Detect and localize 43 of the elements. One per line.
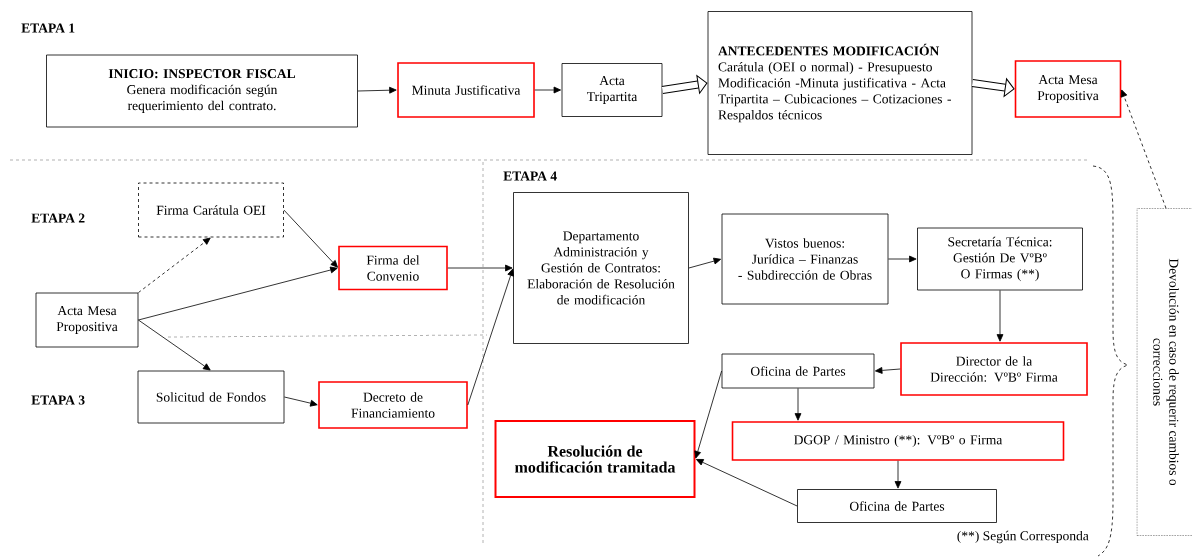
arrow: [283, 209, 338, 268]
process-box: INICIO: INSPECTOR FISCAL Genera modificación según requerimiento del contrato.: [46, 54, 358, 128]
process-box: Acta Mesa Propositiva: [1014, 60, 1122, 118]
return-box: Devolución en caso de requerir cambios o correcciones: [1136, 208, 1192, 536]
process-box: Oficina de Partes: [721, 353, 875, 389]
arrow: [794, 388, 802, 421]
footnote: (**) Según Corresponda: [957, 530, 1089, 544]
arrow: [688, 257, 722, 269]
arrow: [534, 86, 561, 94]
process-box: Secretaría Técnica: Gestión De VºBº O Firmas (**): [917, 227, 1083, 291]
process-box: Firma del Convenio: [338, 245, 448, 291]
block-arrow: [971, 78, 1015, 97]
stage-label: ETAPA 1: [21, 23, 75, 33]
arrow: [467, 268, 514, 406]
optional-box: Firma Carátula OEI: [138, 182, 284, 238]
stage-label: ETAPA 3: [31, 395, 85, 405]
arrow: [284, 396, 318, 407]
arrow: [694, 370, 722, 459]
document-box: ANTECEDENTES MODIFICACIÓN Carátula (OEI o normal) - Presupuesto Modificación -Minuta justificativa - Acta Tripartita – Cubicaciones – Cotizaciones - Respaldos técnicos: [707, 11, 973, 155]
dashed-arrow: [138, 237, 211, 293]
process-box: DGOP / Ministro (**): VºBº o Firma: [731, 421, 1065, 461]
arrow: [696, 459, 798, 507]
process-box: Departamento Administración y Gestión de Contratos: Elaboración de Resolución de modificación: [513, 192, 689, 344]
process-box: Decreto de Financiamiento: [318, 381, 468, 429]
dashed-arrow: [1120, 89, 1167, 209]
arrow: [447, 264, 513, 272]
arrow: [894, 460, 902, 489]
process-box: Acta Mesa Propositiva: [35, 292, 139, 348]
block-arrow: [661, 75, 708, 94]
arrow: [888, 255, 917, 263]
arrow: [138, 266, 338, 321]
stage-label: ETAPA 2: [31, 213, 85, 223]
arrow: [138, 319, 211, 371]
result-box: Resolución de modificación tramitada: [494, 420, 696, 498]
process-box: Acta Tripartita: [561, 63, 663, 117]
process-box: Oficina de Partes: [797, 489, 997, 523]
arrow: [357, 86, 397, 94]
process-box: Minuta Justificativa: [397, 62, 535, 118]
process-box: Vistos buenos: Jurídica – Finanzas - Subdirección de Obras: [721, 213, 889, 305]
arrow: [875, 367, 901, 374]
process-box: Director de la Dirección: VºBº Firma: [900, 342, 1088, 396]
process-box: Solicitud de Fondos: [137, 370, 285, 424]
arrow: [996, 290, 1004, 342]
